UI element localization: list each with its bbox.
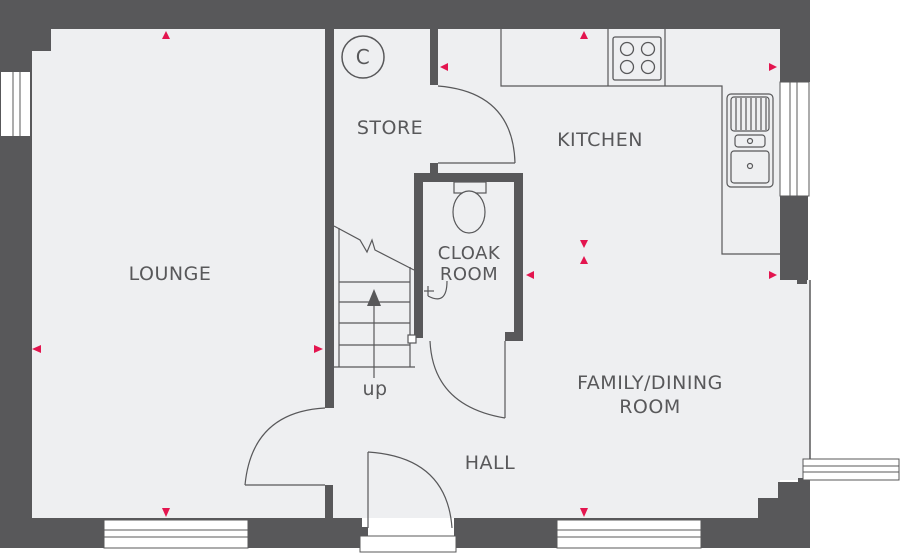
door-swings: [244, 85, 516, 529]
dimension-markers: [32, 31, 777, 517]
toilet-icon: [452, 181, 487, 234]
room-label-hall: HALL: [464, 452, 516, 474]
room-label-cloakroom: CLOAK ROOM: [424, 243, 514, 285]
basin-icon: [424, 280, 448, 300]
kitchen-worktops: [500, 29, 780, 255]
interior-walls: [325, 29, 523, 408]
windows: [1, 72, 900, 553]
floor-area: [30, 28, 810, 518]
family-dining-line1: FAMILY/DINING: [577, 372, 723, 394]
room-label-lounge: LOUNGE: [128, 263, 212, 285]
cloakroom-line2: ROOM: [439, 264, 499, 285]
cloakroom-line1: CLOAK: [437, 243, 501, 264]
sink-icon: [726, 93, 774, 188]
stair-up-label: up: [362, 378, 388, 400]
room-label-kitchen: KITCHEN: [557, 129, 643, 151]
cupboard-c-label: C: [355, 45, 371, 69]
stair-up-arrow-icon: [367, 289, 381, 378]
hob-icon: [612, 36, 662, 81]
room-label-store: STORE: [356, 117, 424, 139]
cupboard-c-icon: [341, 35, 385, 79]
room-label-family-dining: FAMILY/DINING ROOM: [550, 371, 750, 419]
family-dining-line2: ROOM: [619, 396, 681, 418]
